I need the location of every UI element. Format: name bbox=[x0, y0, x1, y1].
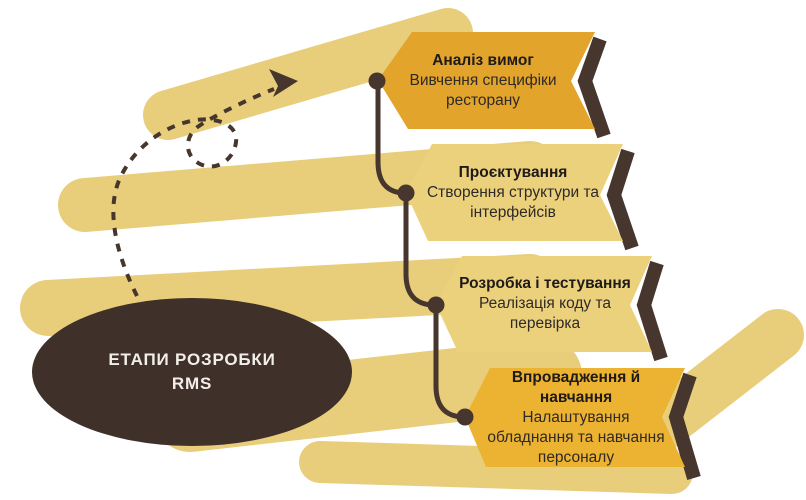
stage-3-description: Реалізація коду та перевірка bbox=[478, 295, 611, 332]
stage-1-description: Вивчення специфіки ресторану bbox=[409, 71, 557, 109]
timeline-dot-2 bbox=[397, 184, 415, 202]
stage-banner-2-shadow bbox=[606, 148, 639, 251]
stage-banner-3-shadow bbox=[636, 260, 668, 362]
title-ellipse bbox=[32, 298, 352, 446]
timeline-dot-4 bbox=[456, 408, 474, 426]
stage-banner-2 bbox=[406, 144, 623, 241]
stage-4-text-block: Впровадження й навчання Налаштування обл… bbox=[478, 368, 674, 467]
stage-1-text-block: Аналіз вимог Вивчення специфіки ресторан… bbox=[390, 32, 576, 129]
stage-2-description: Створення структури та інтерфейсів bbox=[426, 183, 599, 221]
timeline-dot-1 bbox=[368, 72, 386, 90]
stage-2-text-block: Проєктування Створення структури та інте… bbox=[420, 144, 606, 241]
stage-banner-1-shadow bbox=[577, 36, 611, 139]
stage-1-heading: Аналіз вимог bbox=[432, 51, 534, 69]
curved-dashed-arrow-icon bbox=[111, 87, 275, 297]
stage-banner-3 bbox=[436, 256, 652, 352]
stage-4-description: Налаштування обладнання та навчання перс… bbox=[487, 408, 665, 466]
arrowhead-icon bbox=[269, 69, 298, 97]
diagram-title: ЕТАПИ РОЗРОБКИ RMS bbox=[108, 350, 276, 393]
stage-3-heading: Розробка і тестування bbox=[459, 275, 631, 292]
stage-banner-1 bbox=[378, 32, 595, 129]
stage-2-heading: Проєктування bbox=[458, 163, 568, 181]
stage-3-text-block: Розробка і тестування Реалізація коду та… bbox=[450, 256, 640, 352]
stage-banner-4-shadow bbox=[668, 372, 701, 480]
stage-banner-4 bbox=[465, 368, 685, 467]
timeline-dot-3 bbox=[427, 296, 445, 314]
brush-stroke-bottom bbox=[299, 441, 693, 494]
stage-4-heading: Впровадження й навчання bbox=[511, 368, 641, 406]
brush-stroke-top bbox=[143, 8, 473, 140]
